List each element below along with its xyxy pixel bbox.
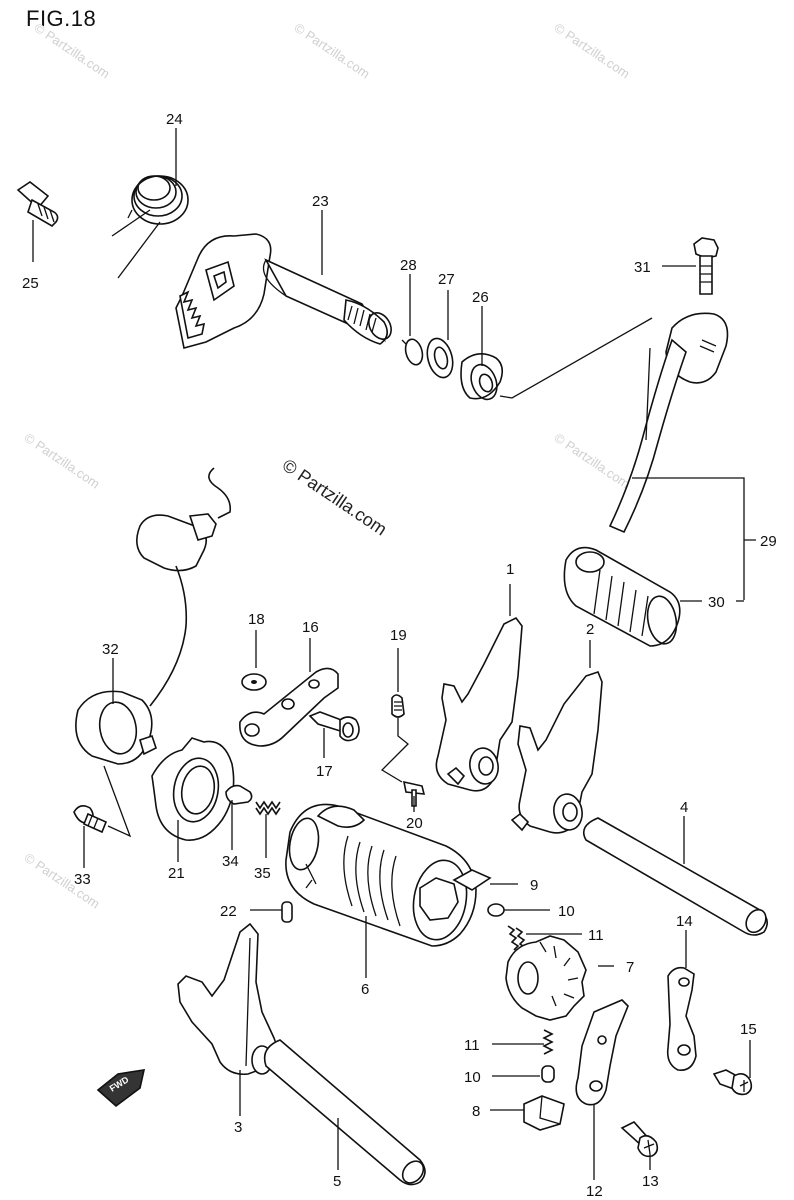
part-13-screw-drawing[interactable] (620, 1121, 659, 1158)
part-label-9[interactable]: 9 (530, 877, 538, 894)
figure-title: FIG.18 (26, 6, 97, 31)
part-16-stopper-plate-drawing[interactable] (239, 667, 339, 747)
part-25-bolt-drawing[interactable] (16, 181, 59, 228)
part-29-shift-lever-drawing[interactable] (608, 312, 729, 534)
part-5-fork-shaft-drawing[interactable] (263, 1039, 428, 1187)
part-label-28[interactable]: 28 (400, 257, 417, 274)
part-label-13[interactable]: 13 (642, 1173, 659, 1190)
part-number-labels: 1 2 3 4 5 6 7 8 9 10 10 11 11 12 13 14 1… (22, 111, 777, 1200)
part-11-spring-drawing[interactable] (542, 1029, 554, 1055)
part-17-bolt-drawing[interactable] (308, 711, 360, 742)
part-27-washer-drawing[interactable] (423, 336, 457, 381)
part-label-22[interactable]: 22 (220, 903, 237, 920)
part-18-washer-drawing[interactable] (241, 673, 267, 691)
part-label-14[interactable]: 14 (676, 913, 693, 930)
part-7-shift-cam-drawing[interactable] (505, 935, 587, 1021)
part-31-bolt-drawing[interactable] (693, 237, 719, 295)
part-23-gear-shaft-drawing[interactable] (175, 233, 396, 349)
part-15-bolt-drawing[interactable] (712, 1069, 753, 1096)
part-32-gear-position-switch-drawing[interactable] (75, 467, 232, 838)
part-8-stopper-block-drawing[interactable] (523, 1095, 565, 1131)
part-label-10[interactable]: 10 (464, 1069, 481, 1086)
part-label-32[interactable]: 32 (102, 641, 119, 658)
part-label-16[interactable]: 16 (302, 619, 319, 636)
part-label-27[interactable]: 27 (438, 271, 455, 288)
part-label-7[interactable]: 7 (626, 959, 634, 976)
part-label-10[interactable]: 10 (558, 903, 575, 920)
part-21-cam-drawing[interactable] (151, 737, 235, 841)
part-label-21[interactable]: 21 (168, 865, 185, 882)
part-label-11[interactable]: 11 (588, 927, 604, 944)
part-6-shift-drum-drawing[interactable] (285, 803, 477, 947)
part-24-spring-drawing[interactable] (111, 175, 189, 279)
part-10-roller-drawing[interactable] (487, 903, 505, 917)
part-35-spring-drawing[interactable] (255, 800, 281, 816)
part-label-34[interactable]: 34 (222, 853, 239, 870)
part-19-pin-drawing[interactable] (391, 694, 405, 718)
part-14-shift-plate-drawing[interactable] (666, 966, 697, 1072)
part-label-17[interactable]: 17 (316, 763, 333, 780)
part-label-30[interactable]: 30 (708, 594, 725, 611)
part-26-bearing-drawing[interactable] (460, 353, 504, 403)
part-label-8[interactable]: 8 (472, 1103, 480, 1120)
part-label-12[interactable]: 12 (586, 1183, 603, 1200)
part-label-15[interactable]: 15 (740, 1021, 757, 1038)
part-label-2[interactable]: 2 (586, 621, 594, 638)
part-label-6[interactable]: 6 (361, 981, 369, 998)
part-label-25[interactable]: 25 (22, 275, 39, 292)
leader-line (499, 317, 653, 399)
part-label-23[interactable]: 23 (312, 193, 329, 210)
part-34-pin-drawing[interactable] (225, 784, 253, 805)
part-label-24[interactable]: 24 (166, 111, 183, 128)
part-label-4[interactable]: 4 (680, 799, 688, 816)
part-20-pin-drawing[interactable] (402, 780, 426, 807)
fwd-arrow: FWD (96, 1069, 146, 1108)
part-label-29[interactable]: 29 (760, 533, 777, 550)
part-label-18[interactable]: 18 (248, 611, 265, 628)
part-4-fork-shaft-drawing[interactable] (582, 817, 770, 936)
part-label-33[interactable]: 33 (74, 871, 91, 888)
part-label-1[interactable]: 1 (506, 561, 514, 578)
part-10-roller-drawing[interactable] (541, 1065, 555, 1083)
part-label-5[interactable]: 5 (333, 1173, 341, 1190)
leader-line (632, 477, 756, 600)
part-12-lever-drawing[interactable] (575, 999, 629, 1106)
part-3-shift-fork-drawing[interactable] (177, 922, 278, 1076)
part-1-shift-fork-drawing[interactable] (435, 616, 523, 792)
part-label-20[interactable]: 20 (406, 815, 423, 832)
part-label-11[interactable]: 11 (464, 1037, 480, 1054)
part-label-19[interactable]: 19 (390, 627, 407, 644)
part-label-31[interactable]: 31 (634, 259, 651, 276)
part-33-screw-drawing[interactable] (73, 804, 108, 834)
part-label-35[interactable]: 35 (254, 865, 271, 882)
part-2-shift-fork-drawing[interactable] (510, 671, 603, 834)
part-9-plate-drawing[interactable] (452, 869, 492, 891)
part-label-3[interactable]: 3 (234, 1119, 242, 1136)
part-28-circlip-drawing[interactable] (401, 337, 425, 366)
part-22-pin-drawing[interactable] (281, 901, 293, 923)
part-30-pedal-rubber-drawing[interactable] (563, 546, 681, 647)
leader-line (380, 718, 409, 783)
part-label-26[interactable]: 26 (472, 289, 489, 306)
